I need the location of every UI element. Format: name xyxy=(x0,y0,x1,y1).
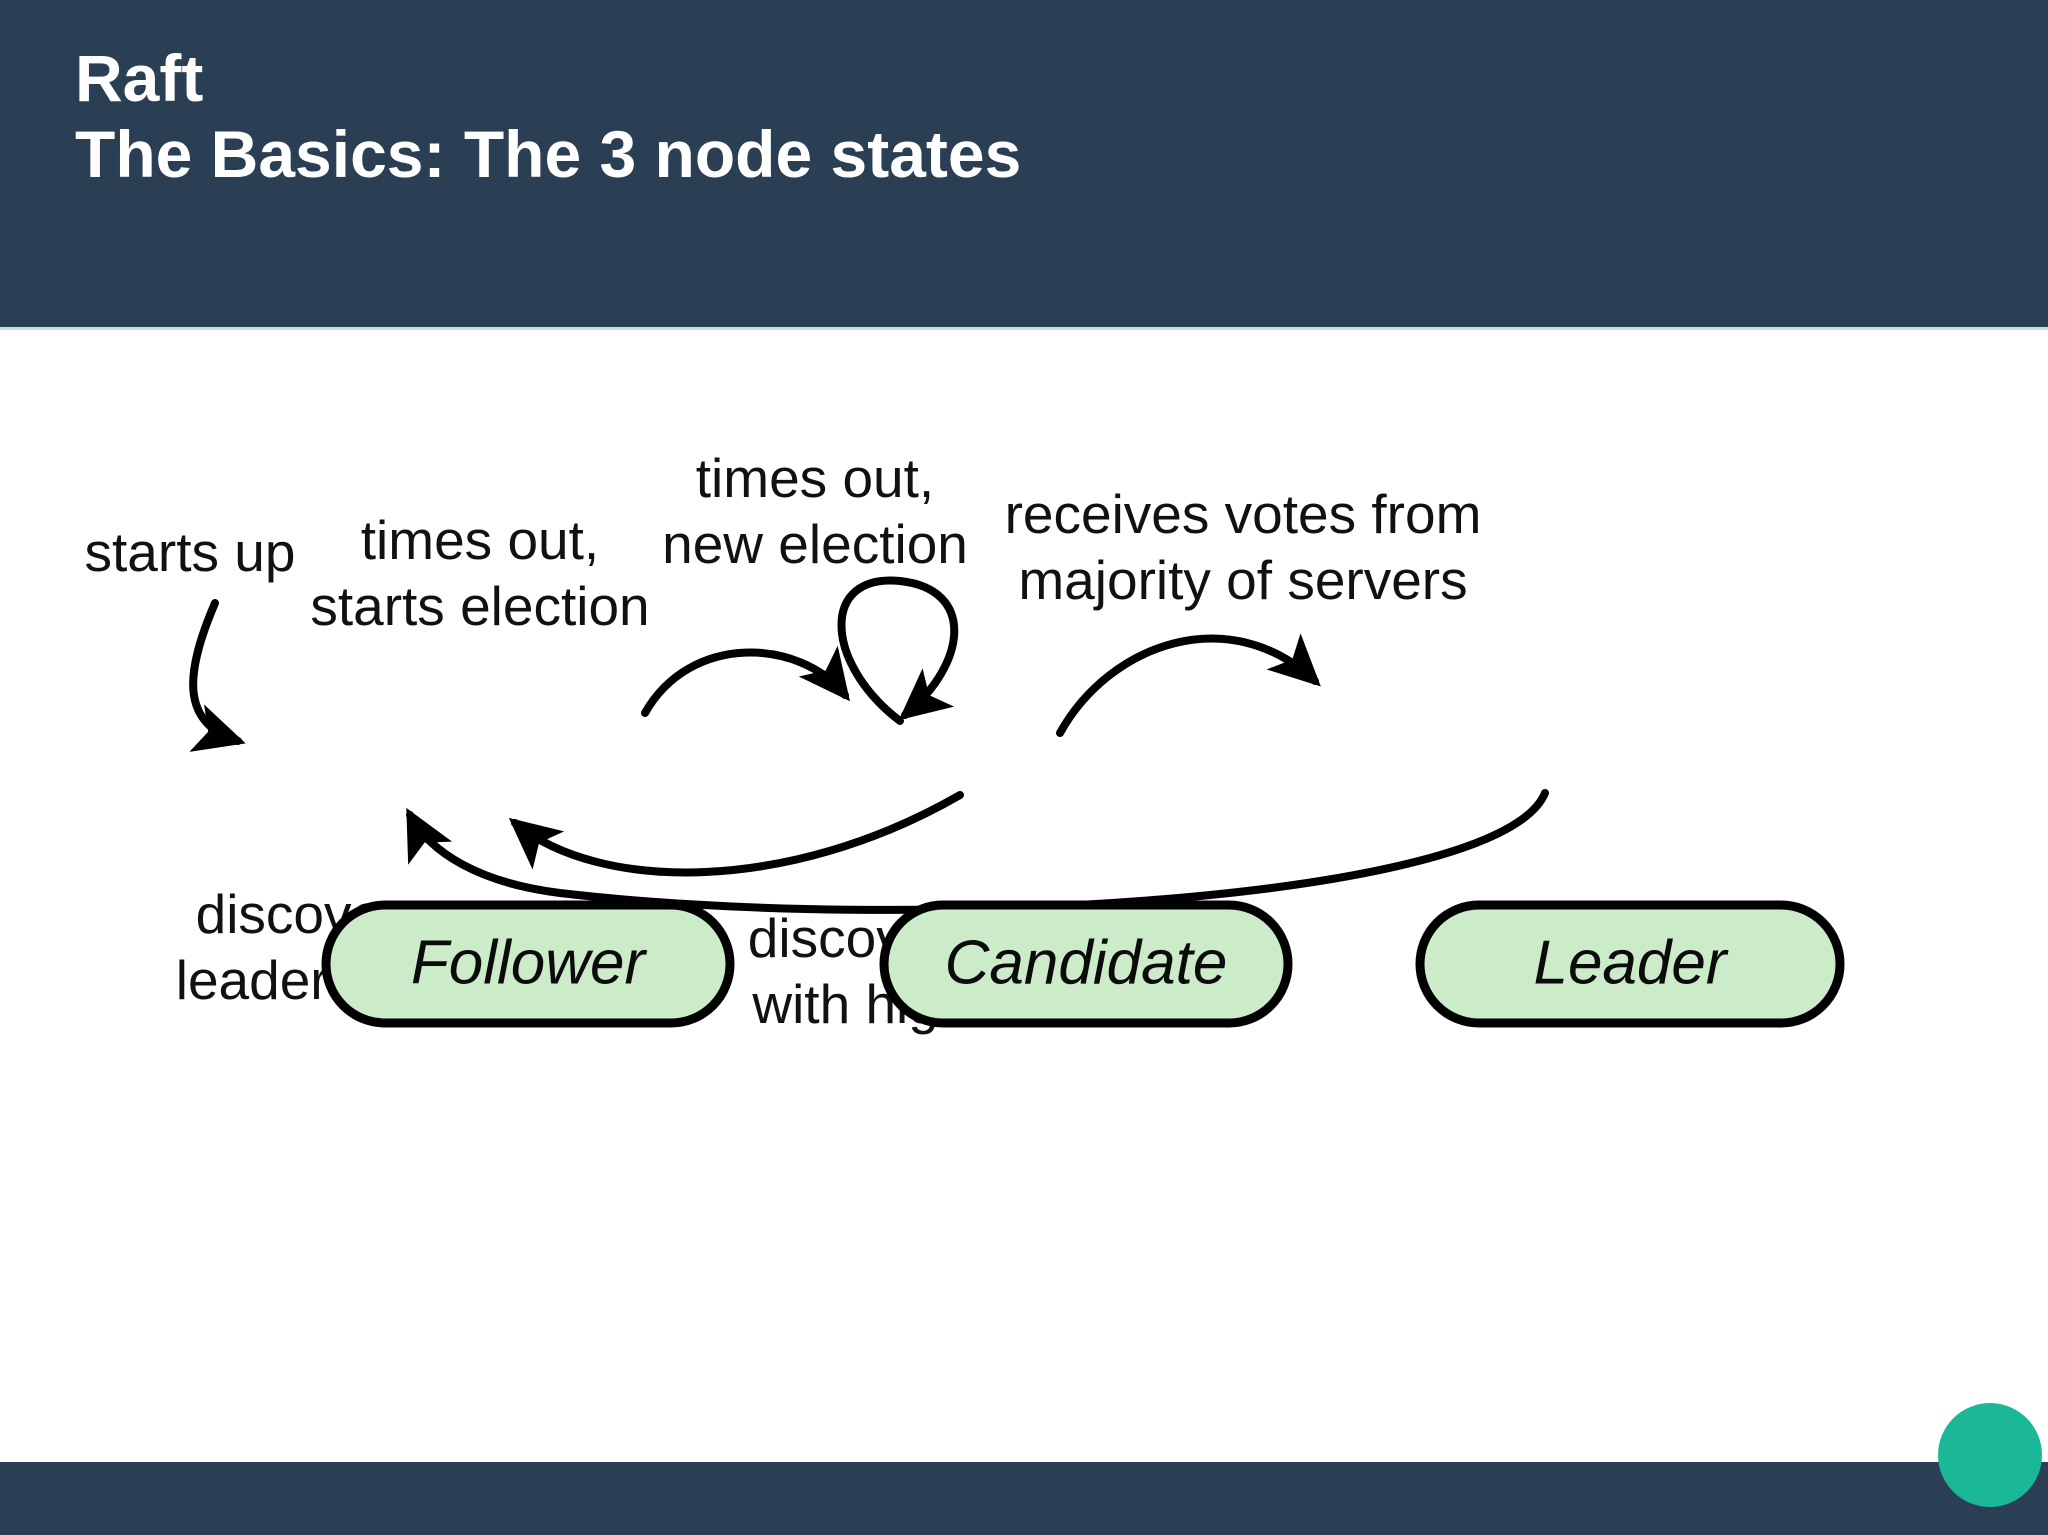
page-subtitle: The Basics: The 3 node states xyxy=(75,116,1022,191)
state-machine-svg: starts up times out, starts election tim… xyxy=(85,447,1845,1035)
state-node-candidate[interactable]: Candidate xyxy=(879,900,1293,1028)
candidate-node-shape[interactable] xyxy=(879,900,1293,1028)
edge-candidate-self-loop xyxy=(837,576,959,725)
edge-candidate-to-follower xyxy=(508,791,964,877)
slide-header: Raft The Basics: The 3 node states xyxy=(0,0,2048,330)
state-node-leader[interactable]: Leader xyxy=(1415,900,1845,1028)
edge-candidate-to-leader xyxy=(1056,633,1321,737)
edge-label-starts-up: starts up xyxy=(85,521,296,583)
slide-footer xyxy=(0,1462,2048,1535)
candidate-node-label: Candidate xyxy=(945,928,1228,997)
edge-label-new-election: new election xyxy=(662,513,968,575)
slide-body: starts up times out, starts election tim… xyxy=(0,333,2048,1462)
edge-label-starts-election: starts election xyxy=(310,575,649,637)
leader-node-shape[interactable] xyxy=(1415,900,1845,1028)
edge-label-times-out-1: times out, xyxy=(361,509,599,571)
edge-label-times-out-2: times out, xyxy=(696,447,934,509)
follower-node-label: Follower xyxy=(411,928,648,997)
state-node-follower[interactable]: Follower xyxy=(321,900,735,1028)
title-block: Raft The Basics: The 3 node states xyxy=(75,41,1875,191)
raft-state-diagram: starts up times out, starts election tim… xyxy=(0,333,2048,1462)
edge-startup-to-follower xyxy=(189,599,246,752)
follower-node-shape[interactable] xyxy=(321,900,735,1028)
edge-leader-to-follower xyxy=(406,789,1549,914)
page-title: Raft xyxy=(75,41,204,115)
edge-label-receives-votes: receives votes from xyxy=(1005,483,1482,545)
accent-circle-decoration xyxy=(1938,1403,2042,1507)
edge-follower-to-candidate xyxy=(641,645,850,717)
edge-label-majority-servers: majority of servers xyxy=(1018,549,1467,611)
leader-node-label: Leader xyxy=(1533,928,1728,997)
